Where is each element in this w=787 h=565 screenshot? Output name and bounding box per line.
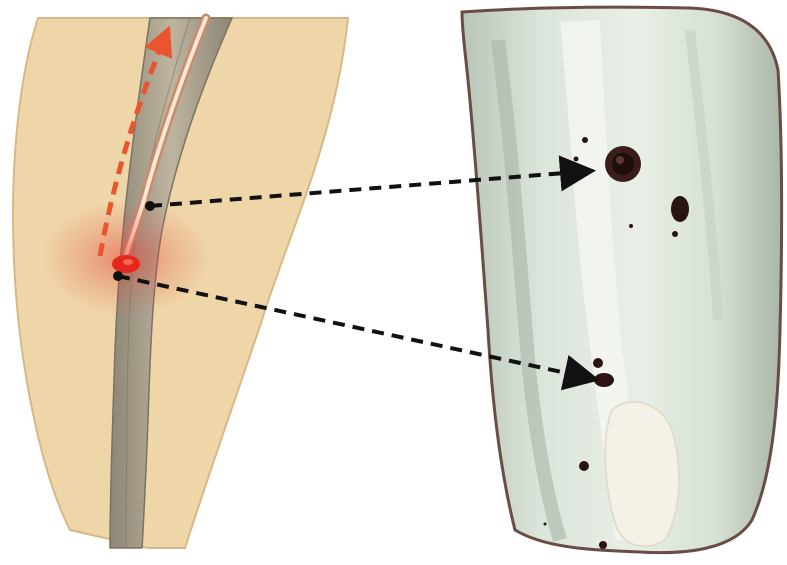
stain-dot <box>579 461 589 471</box>
stain-dot <box>544 523 547 526</box>
stain-dot <box>593 358 603 368</box>
specimen-apical-tissue <box>605 402 679 547</box>
stain-dot <box>629 224 633 228</box>
side-stain <box>671 196 689 222</box>
upper-lesion <box>612 153 634 175</box>
stain-dot <box>599 541 607 549</box>
tooth-specimen <box>462 7 782 552</box>
stain-dot <box>582 137 588 143</box>
upper-lesion-highlight <box>616 156 624 164</box>
heat-spot-highlight <box>123 259 133 265</box>
stain-dot <box>574 157 579 162</box>
root-illustration <box>13 18 348 548</box>
stain-dot <box>672 231 678 237</box>
lower-lesion <box>594 373 614 387</box>
